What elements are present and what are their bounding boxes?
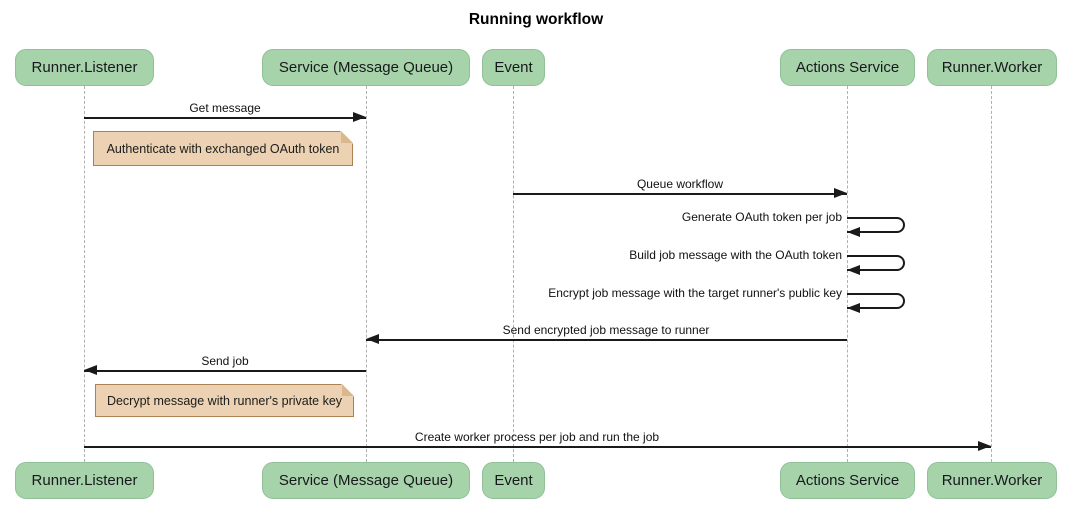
arrowhead-icon: [353, 112, 366, 122]
message-label-queue-workflow: Queue workflow: [636, 177, 724, 191]
message-arrow-create-worker: [84, 446, 991, 448]
actor-bottom-event: Event: [482, 462, 545, 499]
actor-top-actions-service: Actions Service: [780, 49, 915, 86]
arrowhead-icon: [834, 188, 847, 198]
message-arrow-send-encrypted-job: [366, 339, 847, 341]
actor-bottom-runner-listener: Runner.Listener: [15, 462, 154, 499]
lifeline-event: [513, 86, 514, 462]
actor-bottom-actions-service: Actions Service: [780, 462, 915, 499]
message-label-get-message: Get message: [189, 101, 261, 115]
self-message-label-build-job-message: Build job message with the OAuth token: [629, 248, 842, 262]
self-message-loop: [847, 293, 905, 309]
diagram-title: Running workflow: [468, 11, 604, 28]
actor-top-event: Event: [482, 49, 545, 86]
self-message-loop: [847, 217, 905, 233]
lifeline-runner-worker: [991, 86, 992, 462]
message-arrow-queue-workflow: [513, 193, 847, 195]
message-arrow-get-message: [84, 117, 366, 119]
message-label-create-worker: Create worker process per job and run th…: [414, 430, 660, 444]
note-decrypt-message: Decrypt message with runner's private ke…: [95, 384, 354, 417]
actor-bottom-runner-worker: Runner.Worker: [927, 462, 1057, 499]
lifeline-service-message-queue: [366, 86, 367, 462]
arrowhead-icon: [84, 365, 97, 375]
note-authenticate-oauth: Authenticate with exchanged OAuth token: [93, 131, 353, 166]
arrowhead-icon: [847, 227, 860, 237]
actor-top-runner-listener: Runner.Listener: [15, 49, 154, 86]
message-arrow-send-job: [84, 370, 366, 372]
arrowhead-icon: [978, 441, 991, 451]
arrowhead-icon: [366, 334, 379, 344]
self-message-label-generate-oauth-token: Generate OAuth token per job: [681, 210, 842, 224]
actor-top-service-message-queue: Service (Message Queue): [262, 49, 470, 86]
lifeline-runner-listener: [84, 86, 85, 462]
self-message-label-encrypt-job-message: Encrypt job message with the target runn…: [548, 286, 842, 300]
actor-top-runner-worker: Runner.Worker: [927, 49, 1057, 86]
actor-bottom-service-message-queue: Service (Message Queue): [262, 462, 470, 499]
message-label-send-encrypted-job: Send encrypted job message to runner: [502, 323, 710, 337]
self-message-loop: [847, 255, 905, 271]
arrowhead-icon: [847, 265, 860, 275]
arrowhead-icon: [847, 303, 860, 313]
message-label-send-job: Send job: [201, 354, 249, 368]
